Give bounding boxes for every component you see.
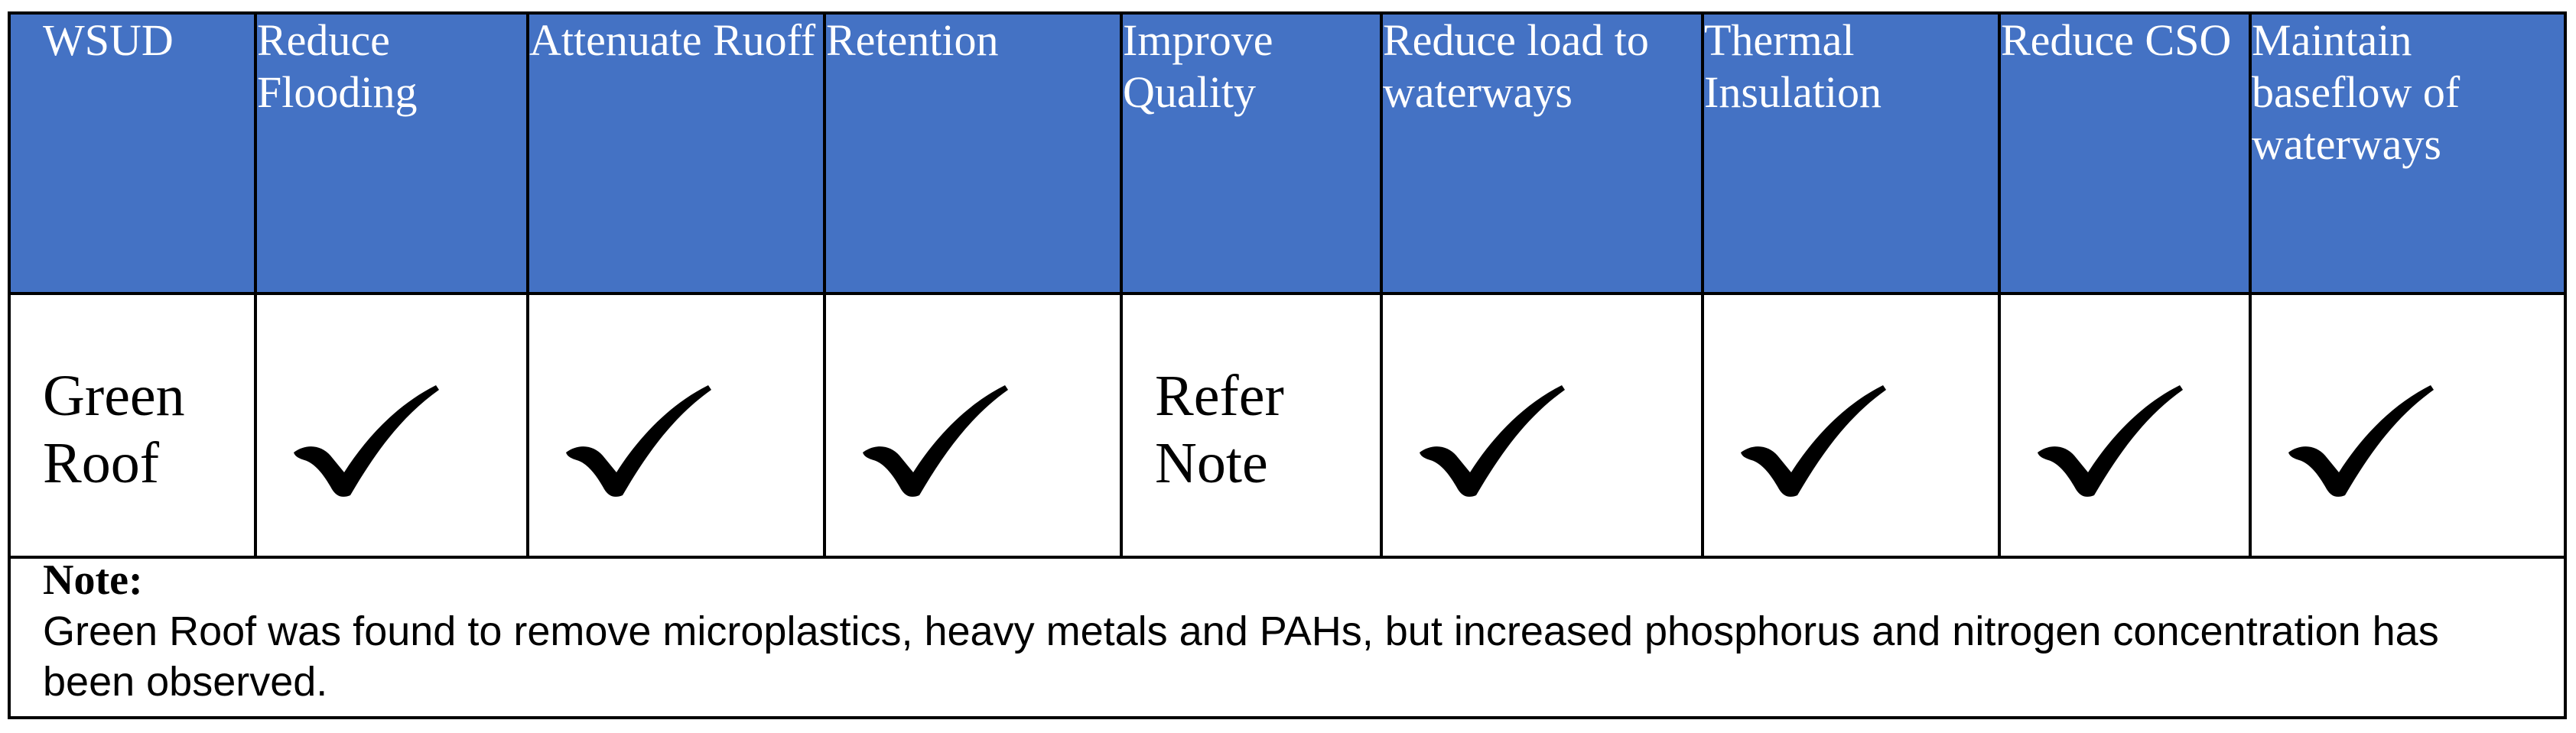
note-title: Note: — [43, 556, 143, 604]
note-section: Note: Green Roof was found to remove mic… — [43, 557, 2536, 707]
header-reduce-load: Reduce load to waterways — [1380, 15, 1704, 295]
note-text: Green Roof was found to remove microplas… — [43, 608, 2439, 705]
checkmark-icon — [2038, 384, 2183, 497]
checkmark-icon — [1420, 384, 1565, 497]
checkmark-icon — [566, 384, 711, 497]
cell-reduce-cso — [1998, 292, 2252, 559]
header-wsud: WSUD — [11, 15, 257, 295]
cell-improve-quality: Refer Note — [1120, 292, 1383, 559]
header-retention: Retention — [823, 15, 1123, 295]
header-improve-quality: Improve Quality — [1120, 15, 1383, 295]
checkmark-icon — [863, 384, 1008, 497]
header-reduce-flooding: Reduce Flooding — [254, 15, 529, 295]
checkmark-icon — [1741, 384, 1886, 497]
checkmark-icon — [294, 384, 439, 497]
header-attenuate-runoff: Attenuate Ruoff — [526, 15, 826, 295]
wsud-table-frame: WSUD Reduce Flooding Attenuate Ruoff Ret… — [8, 11, 2567, 719]
cell-reduce-flooding — [254, 292, 529, 559]
cell-retention — [823, 292, 1123, 559]
header-maintain-baseflow: Maintain baseflow of waterways — [2249, 15, 2564, 295]
wsud-table: WSUD Reduce Flooding Attenuate Ruoff Ret… — [11, 15, 2564, 559]
cell-thermal-insulation — [1701, 292, 2001, 559]
header-reduce-cso: Reduce CSO — [1998, 15, 2252, 295]
cell-green-roof: Green Roof — [11, 292, 257, 559]
table-row: Green Roof Refer Note — [11, 292, 2564, 559]
cell-attenuate-runoff — [526, 292, 826, 559]
cell-reduce-load — [1380, 292, 1704, 559]
header-thermal-insulation: Thermal Insulation — [1701, 15, 2001, 295]
header-row: WSUD Reduce Flooding Attenuate Ruoff Ret… — [11, 15, 2564, 295]
cell-maintain-baseflow — [2249, 292, 2564, 559]
checkmark-icon — [2288, 384, 2434, 497]
